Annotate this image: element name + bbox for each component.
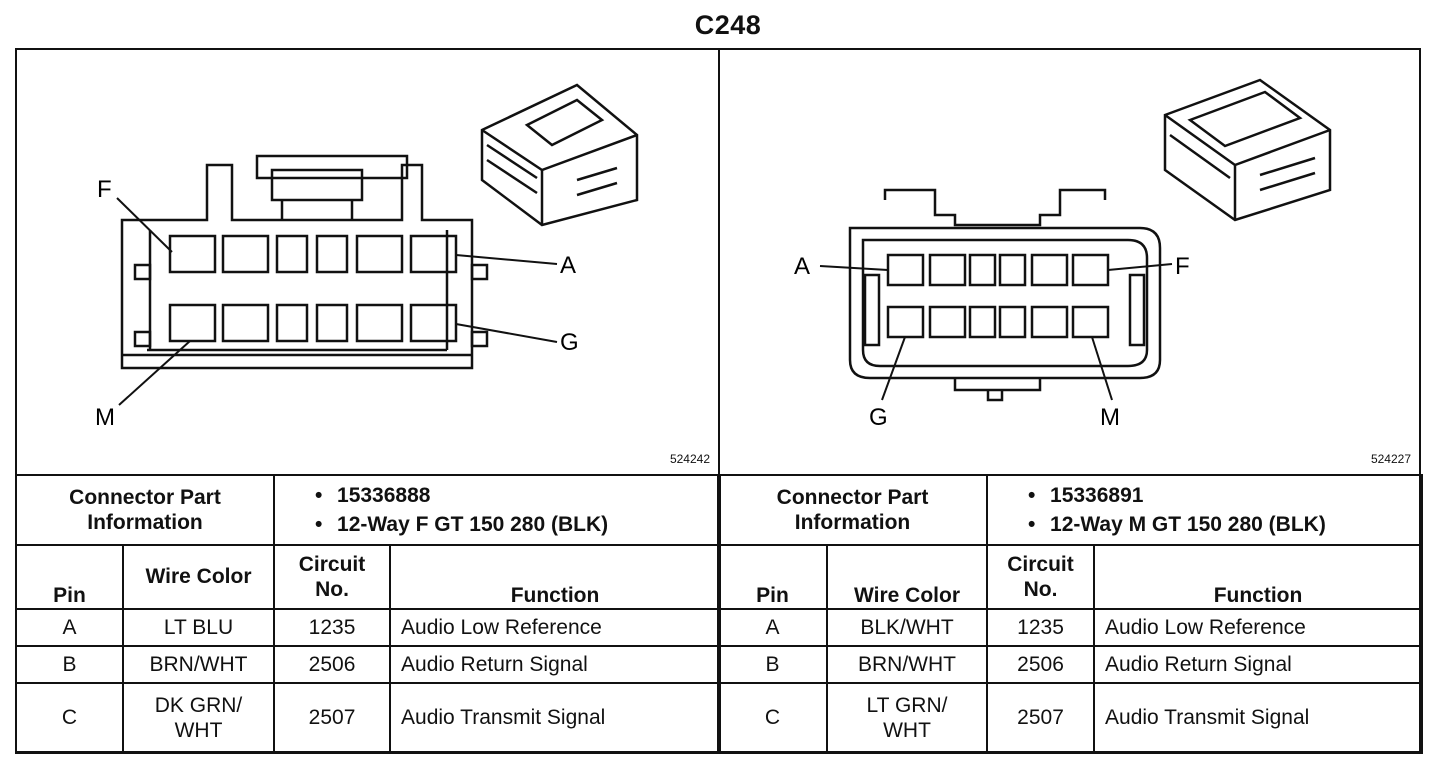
table-row: B BRN/WHT 2506 Audio Return Signal — [717, 645, 1424, 684]
panel-divider — [718, 48, 720, 476]
table-row: C DK GRN/ WHT 2507 Audio Transmit Signal — [15, 682, 722, 754]
circuit-cell: 2506 — [273, 645, 392, 684]
wire-color-cell: BLK/WHT — [825, 608, 989, 647]
function-cell: Audio Low Reference — [1093, 608, 1424, 647]
function-cell: Audio Return Signal — [1093, 645, 1424, 684]
table-row: A LT BLU 1235 Audio Low Reference — [15, 608, 722, 647]
right-connector-panel: A F G M 524227 — [720, 50, 1419, 474]
left-header-pin: Pin — [15, 544, 124, 610]
left-part-info-label: Connector Part Information — [14, 474, 276, 546]
left-connector-panel: F A G M 524242 — [17, 50, 718, 474]
right-iso-view — [1163, 78, 1332, 222]
left-figure-number: 524242 — [669, 452, 710, 466]
wire-color-cell: BRN/WHT — [121, 645, 276, 684]
right-pinout-table: Connector Part Information •15336891 •12… — [716, 474, 1424, 754]
circuit-cell: 1235 — [273, 608, 392, 647]
table-row: C LT GRN/ WHT 2507 Audio Transmit Signal — [717, 682, 1424, 754]
circuit-cell: 1235 — [986, 608, 1096, 647]
pin-cell: C — [717, 682, 828, 754]
right-part-info-label: Connector Part Information — [716, 474, 989, 546]
function-cell: Audio Transmit Signal — [389, 682, 722, 754]
pin-cell: A — [717, 608, 828, 647]
right-part-number: •15336891 — [1028, 483, 1144, 507]
left-part-description: •12-Way F GT 150 280 (BLK) — [315, 513, 609, 536]
right-header-function: Function — [1093, 544, 1424, 610]
right-figure-number: 524227 — [1370, 452, 1411, 466]
left-pin-label-f: F — [97, 176, 112, 203]
function-cell: Audio Return Signal — [389, 645, 722, 684]
left-part-number: •15336888 — [315, 483, 431, 507]
left-pin-label-m: M — [95, 404, 115, 431]
function-cell: Audio Transmit Signal — [1093, 682, 1424, 754]
left-header-wire-color: Wire Color — [121, 544, 276, 610]
left-header-function: Function — [389, 544, 722, 610]
pin-cell: C — [15, 682, 124, 754]
table-row: A BLK/WHT 1235 Audio Low Reference — [717, 608, 1424, 647]
right-part-info-list: •15336891 •12-Way M GT 150 280 (BLK) — [986, 474, 1424, 546]
pin-cell: A — [15, 608, 124, 647]
pin-cell: B — [717, 645, 828, 684]
right-header-wire-color: Wire Color — [825, 544, 989, 610]
wire-color-cell: DK GRN/ WHT — [121, 682, 276, 754]
circuit-cell: 2507 — [986, 682, 1096, 754]
wire-color-cell: LT BLU — [121, 608, 276, 647]
table-row: B BRN/WHT 2506 Audio Return Signal — [15, 645, 722, 684]
left-cavities — [168, 234, 458, 343]
circuit-cell: 2506 — [986, 645, 1096, 684]
right-header-circuit: Circuit No. — [986, 544, 1096, 610]
right-pin-label-f: F — [1175, 253, 1190, 280]
left-header-circuit: Circuit No. — [273, 544, 392, 610]
diagram-title: C248 — [694, 10, 762, 40]
left-pinout-table: Connector Part Information •15336888 •12… — [14, 474, 722, 754]
circuit-cell: 2507 — [273, 682, 392, 754]
left-part-info-list: •15336888 •12-Way F GT 150 280 (BLK) — [273, 474, 722, 546]
pin-cell: B — [15, 645, 124, 684]
right-pin-label-a: A — [794, 253, 810, 280]
left-pin-label-g: G — [560, 329, 579, 356]
right-pin-label-g: G — [869, 404, 888, 431]
right-part-description: •12-Way M GT 150 280 (BLK) — [1028, 513, 1326, 536]
function-cell: Audio Low Reference — [389, 608, 722, 647]
wire-color-cell: LT GRN/ WHT — [825, 682, 989, 754]
right-cavities — [886, 253, 1110, 339]
right-connector-drawing: A F G M — [794, 78, 1332, 431]
right-pin-label-m: M — [1100, 404, 1120, 431]
left-iso-view — [480, 83, 639, 227]
right-header-pin: Pin — [717, 544, 828, 610]
left-connector-drawing: F A G M — [95, 83, 639, 431]
wire-color-cell: BRN/WHT — [825, 645, 989, 684]
left-pin-label-a: A — [560, 252, 576, 279]
